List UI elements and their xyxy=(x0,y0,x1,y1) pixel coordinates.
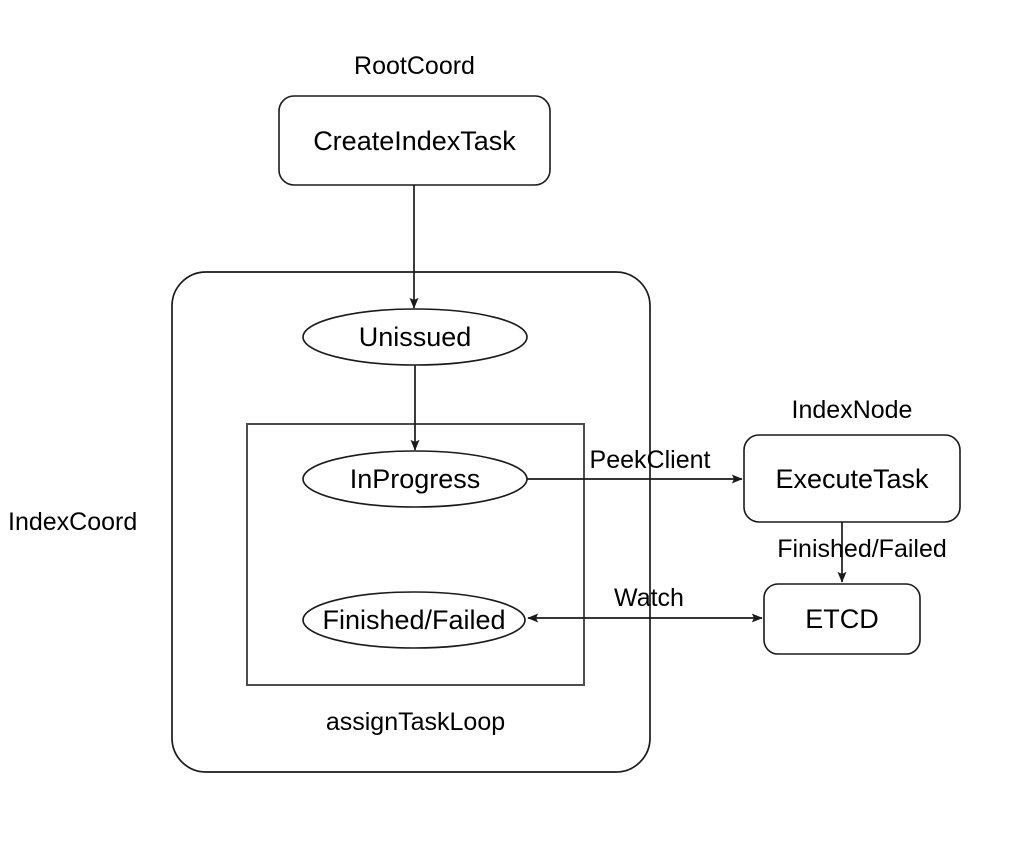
indexcoord-container xyxy=(171,271,651,773)
node-label-unissued: Unissued xyxy=(358,322,472,352)
executetask-shape xyxy=(743,434,961,523)
edge-label-peekclient: PeekClient xyxy=(589,446,711,474)
edge-label-finishedfailed-executetask-etcd: Finished/Failed xyxy=(777,535,947,563)
finishedfailed-shape xyxy=(302,591,526,649)
node-label-etcd: ETCD xyxy=(805,604,879,634)
node-label-finishedfailed: Finished/Failed xyxy=(322,605,506,635)
group-label-indexnode: IndexNode xyxy=(791,396,913,424)
etcd-shape xyxy=(763,583,921,655)
node-label-executetask: ExecuteTask xyxy=(775,464,929,494)
edge-label-watch: Watch xyxy=(614,584,684,612)
group-label-indexcoord: IndexCoord xyxy=(8,508,138,536)
node-label-inprogress: InProgress xyxy=(349,464,481,494)
group-label-assigntaskloop: assignTaskLoop xyxy=(325,708,506,736)
node-label-createindextask: CreateIndexTask xyxy=(313,126,516,156)
group-label-rootcoord: RootCoord xyxy=(354,52,475,80)
